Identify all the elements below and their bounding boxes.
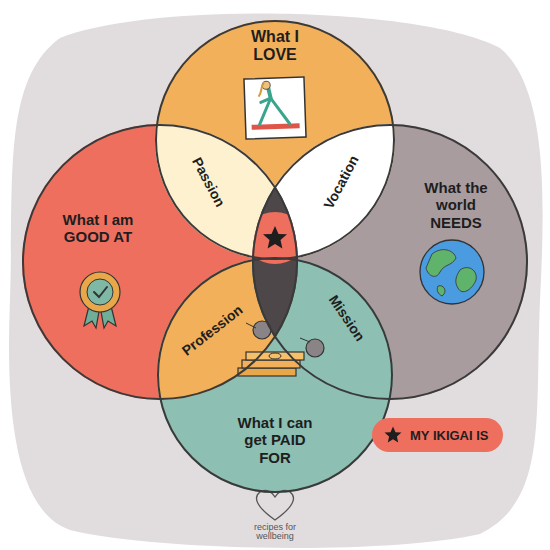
logo-watermark: recipes for wellbeing [240,523,310,542]
badge-icon [80,272,120,328]
circle-heading: What the world NEEDS [415,179,497,231]
star-symbol [263,226,287,249]
circle-heading: What I can get PAID FOR [234,414,316,466]
circle-outline [156,21,394,259]
circle-heading: What I LOVE [235,28,315,65]
ikigai-pill: MY IKIGAI IS [372,418,503,452]
ikigai-circle: What I can get PAID FOR [157,257,393,493]
yoga-card [244,77,306,139]
circle-heading: What I am GOOD AT [52,211,144,246]
center-lens [200,100,350,400]
background-blob [9,14,543,548]
ikigai-circle: What I LOVE [155,20,395,260]
star-symbol [384,426,402,444]
logo-heart [256,490,293,520]
key-label: MY IKIGAI IS [410,428,489,443]
circle-outline [158,258,392,492]
money-icon [238,321,324,376]
earth-icon [420,240,484,304]
